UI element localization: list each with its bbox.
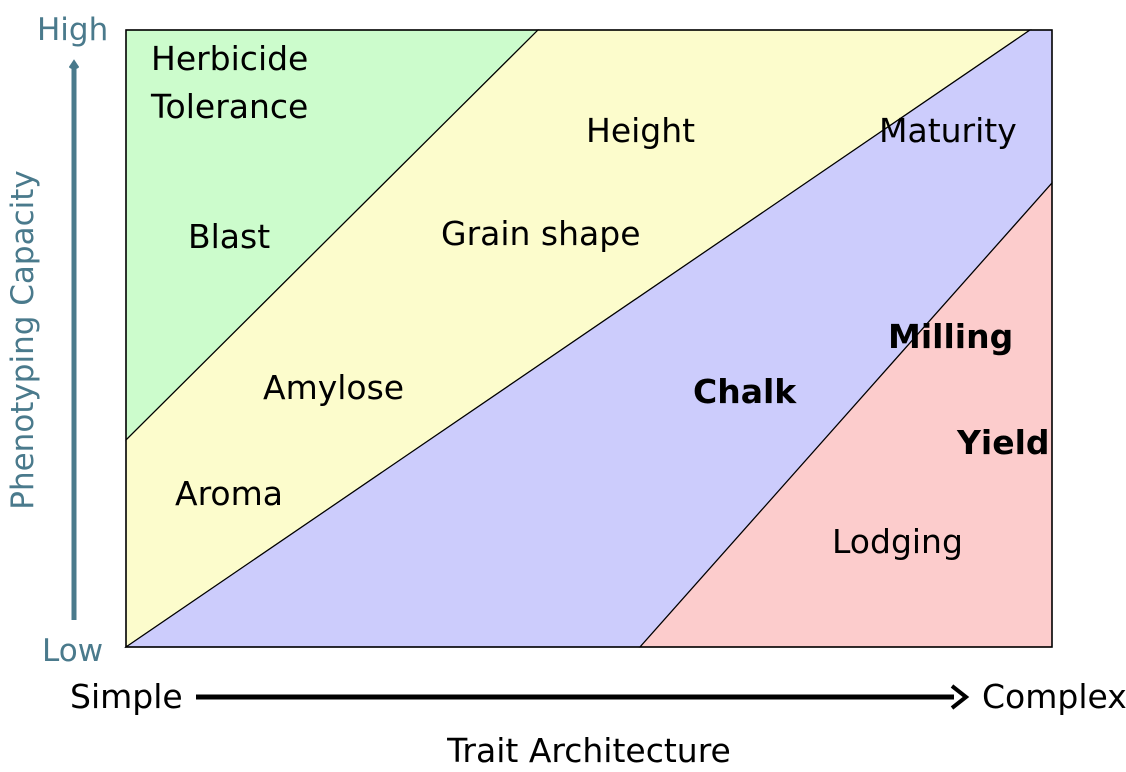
x-axis-complex: Complex [982,677,1126,716]
x-axis-label: Trait Architecture [446,731,731,770]
trait-chalk: Chalk [693,372,797,411]
trait-lodging: Lodging [832,522,963,561]
x-axis-arrowhead [950,684,970,710]
trait-height: Height [586,111,695,150]
trait-herbicide-line2: Tolerance [150,87,308,126]
trait-grain-shape: Grain shape [441,214,641,253]
trait-amylose: Amylose [263,368,404,407]
trait-yield: Yield [956,423,1050,462]
x-axis-simple: Simple [70,677,183,716]
y-axis-label: Phenotyping Capacity [5,170,41,509]
y-axis-high: High [37,12,108,48]
y-axis-low: Low [42,633,103,669]
trait-aroma: Aroma [175,474,283,513]
trait-milling: Milling [888,317,1013,356]
trait-maturity: Maturity [879,111,1017,150]
trait-herbicide-line1: Herbicide [151,39,308,78]
plot-frame [125,29,1053,648]
trait-blast: Blast [188,217,270,256]
